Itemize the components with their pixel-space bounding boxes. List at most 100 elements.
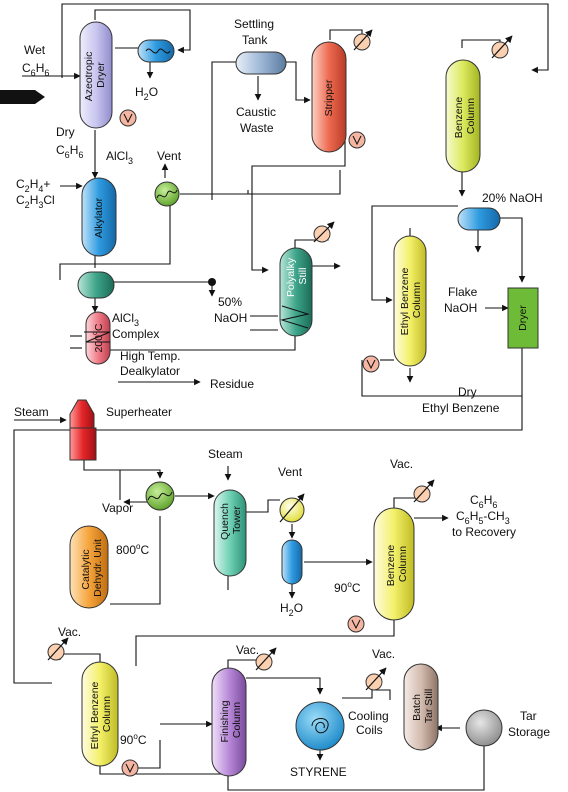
svg-text:STYRENE: STYRENE (290, 765, 347, 779)
quench-tower: Quench Tower (213, 489, 247, 577)
svg-text:H2O: H2O (280, 601, 303, 618)
settling-tank (235, 51, 287, 75)
svg-text:Superheater: Superheater (106, 405, 172, 419)
svg-text:Steam: Steam (208, 447, 243, 461)
batch-tar-still: Batch Tar Still (403, 663, 439, 751)
vapor-exchanger (145, 481, 175, 511)
svg-text:Batch Tar Still: Batch Tar Still (411, 689, 435, 723)
svg-text:Coils: Coils (356, 723, 383, 737)
svg-text:Cooling: Cooling (348, 709, 389, 723)
svg-text:Vent: Vent (157, 149, 182, 163)
svg-text:50%: 50% (218, 295, 242, 309)
ethyl-benzene-column-2: Ethyl Benzene Column (81, 661, 119, 767)
svg-text:Dry: Dry (56, 125, 75, 139)
svg-text:C6H5-CH3: C6H5-CH3 (456, 509, 510, 526)
svg-text:Tank: Tank (242, 33, 268, 47)
svg-text:NaOH: NaOH (214, 311, 247, 325)
svg-text:Alkylator: Alkylator (93, 197, 105, 238)
benzene-column-1: Benzene Column (445, 59, 481, 173)
alkylator-condenser (154, 181, 180, 207)
svg-text:C6H6: C6H6 (56, 143, 83, 160)
svg-text:C6H6: C6H6 (470, 493, 497, 510)
dryer-decanter (137, 39, 175, 63)
svg-text:Vac.: Vac. (236, 643, 259, 657)
svg-text:Quench Tower: Quench Tower (219, 500, 243, 540)
svg-text:Wet: Wet (24, 43, 46, 57)
benzene-condenser-2 (413, 479, 435, 503)
eb-condenser-2 (47, 637, 69, 661)
svg-text:Steam: Steam (14, 405, 49, 419)
alkylator: Alkylator (81, 177, 117, 257)
svg-text:Ethyl Benzene Column: Ethyl Benzene Column (89, 679, 113, 750)
quench-separator (281, 539, 303, 585)
svg-text:Dealkylator: Dealkylator (120, 364, 180, 378)
benzene-reboiler-2 (347, 615, 365, 633)
svg-text:Ethyl Benzene Column: Ethyl Benzene Column (399, 265, 423, 336)
svg-text:Tar: Tar (520, 709, 537, 723)
svg-text:Complex: Complex (112, 327, 159, 341)
benzene-column-2: Benzene Column (373, 507, 415, 621)
finishing-condenser (255, 647, 277, 671)
svg-text:C2H4+: C2H4+ (16, 177, 50, 194)
svg-text:Dryer: Dryer (517, 305, 529, 331)
svg-text:Catalytic Dehydr. Unit: Catalytic Dehydr. Unit (80, 539, 104, 597)
dryer-label-1: Azeotropic (83, 52, 95, 102)
svg-text:Vent: Vent (278, 465, 303, 479)
svg-text:NaOH: NaOH (444, 301, 477, 315)
naoh-wash-drum (457, 207, 501, 231)
svg-text:20% NaOH: 20% NaOH (482, 191, 543, 205)
svg-text:AlCl3: AlCl3 (106, 149, 133, 166)
quench-vent-condenser (279, 493, 305, 523)
eb-reboiler-2 (121, 759, 139, 777)
svg-text:Vac.: Vac. (390, 457, 413, 471)
azeotropic-dryer: Azeotropic Dryer (79, 21, 113, 129)
svg-text:Vac.: Vac. (58, 625, 81, 639)
stripper-column: Stripper (311, 41, 347, 153)
dealkylator: 200oC (84, 311, 111, 365)
svg-text:Polyalky Still: Polyalky Still (285, 255, 309, 297)
stripper-reboiler (348, 131, 366, 149)
svg-text:Ethyl Benzene: Ethyl Benzene (422, 401, 500, 415)
svg-text:High Temp.: High Temp. (120, 349, 180, 363)
reboiler-dryer (119, 109, 137, 127)
dryer-label-2: Dryer (95, 62, 107, 88)
svg-text:Finishing Column: Finishing Column (219, 698, 243, 743)
settler-drum (77, 271, 115, 299)
polyalky-still: Polyalky Still (279, 247, 313, 337)
catalytic-dehydr-unit: Catalytic Dehydr. Unit (69, 525, 109, 609)
svg-text:C6H6: C6H6 (22, 61, 49, 78)
tar-condenser (365, 667, 387, 691)
svg-text:90oC: 90oC (334, 580, 361, 595)
svg-text:H2O: H2O (135, 85, 158, 102)
superheater (69, 399, 97, 461)
svg-text:C2H3Cl: C2H3Cl (16, 193, 55, 210)
cooling-coils (295, 701, 345, 751)
dryer-box: Dryer (507, 287, 539, 349)
svg-text:Storage: Storage (508, 725, 550, 739)
svg-text:Waste: Waste (240, 121, 274, 135)
svg-text:Benzene Column: Benzene Column (453, 94, 477, 138)
benzene-condenser-1 (491, 35, 513, 59)
svg-text:Vapor: Vapor (102, 501, 133, 515)
tar-storage (465, 709, 503, 747)
svg-text:to Recovery: to Recovery (452, 525, 516, 539)
feed-arrow-icon (0, 90, 45, 104)
svg-text:Vac.: Vac. (372, 647, 395, 661)
stripper-label: Stripper (323, 79, 335, 116)
eb-reboiler-1 (362, 355, 380, 373)
svg-text:Flake: Flake (448, 285, 478, 299)
text-labels: Wet C6H6 H2O Dry C6H6 AlCl3 Settling Tan… (14, 17, 550, 779)
svg-text:Caustic: Caustic (236, 105, 276, 119)
svg-text:Azeotropic Dryer: Azeotropic Dryer (83, 49, 107, 102)
svg-text:AlCl3: AlCl3 (112, 311, 139, 328)
svg-text:Settling: Settling (234, 17, 274, 31)
stripper-condenser (353, 29, 373, 51)
junction-dot (208, 278, 216, 286)
svg-text:Dry: Dry (458, 385, 477, 399)
finishing-column: Finishing Column (211, 667, 247, 777)
ethyl-benzene-column-1: Ethyl Benzene Column (393, 235, 427, 367)
svg-text:200oC: 200oC (92, 323, 105, 352)
svg-text:90oC: 90oC (120, 732, 147, 747)
polyalky-condenser (313, 221, 335, 243)
